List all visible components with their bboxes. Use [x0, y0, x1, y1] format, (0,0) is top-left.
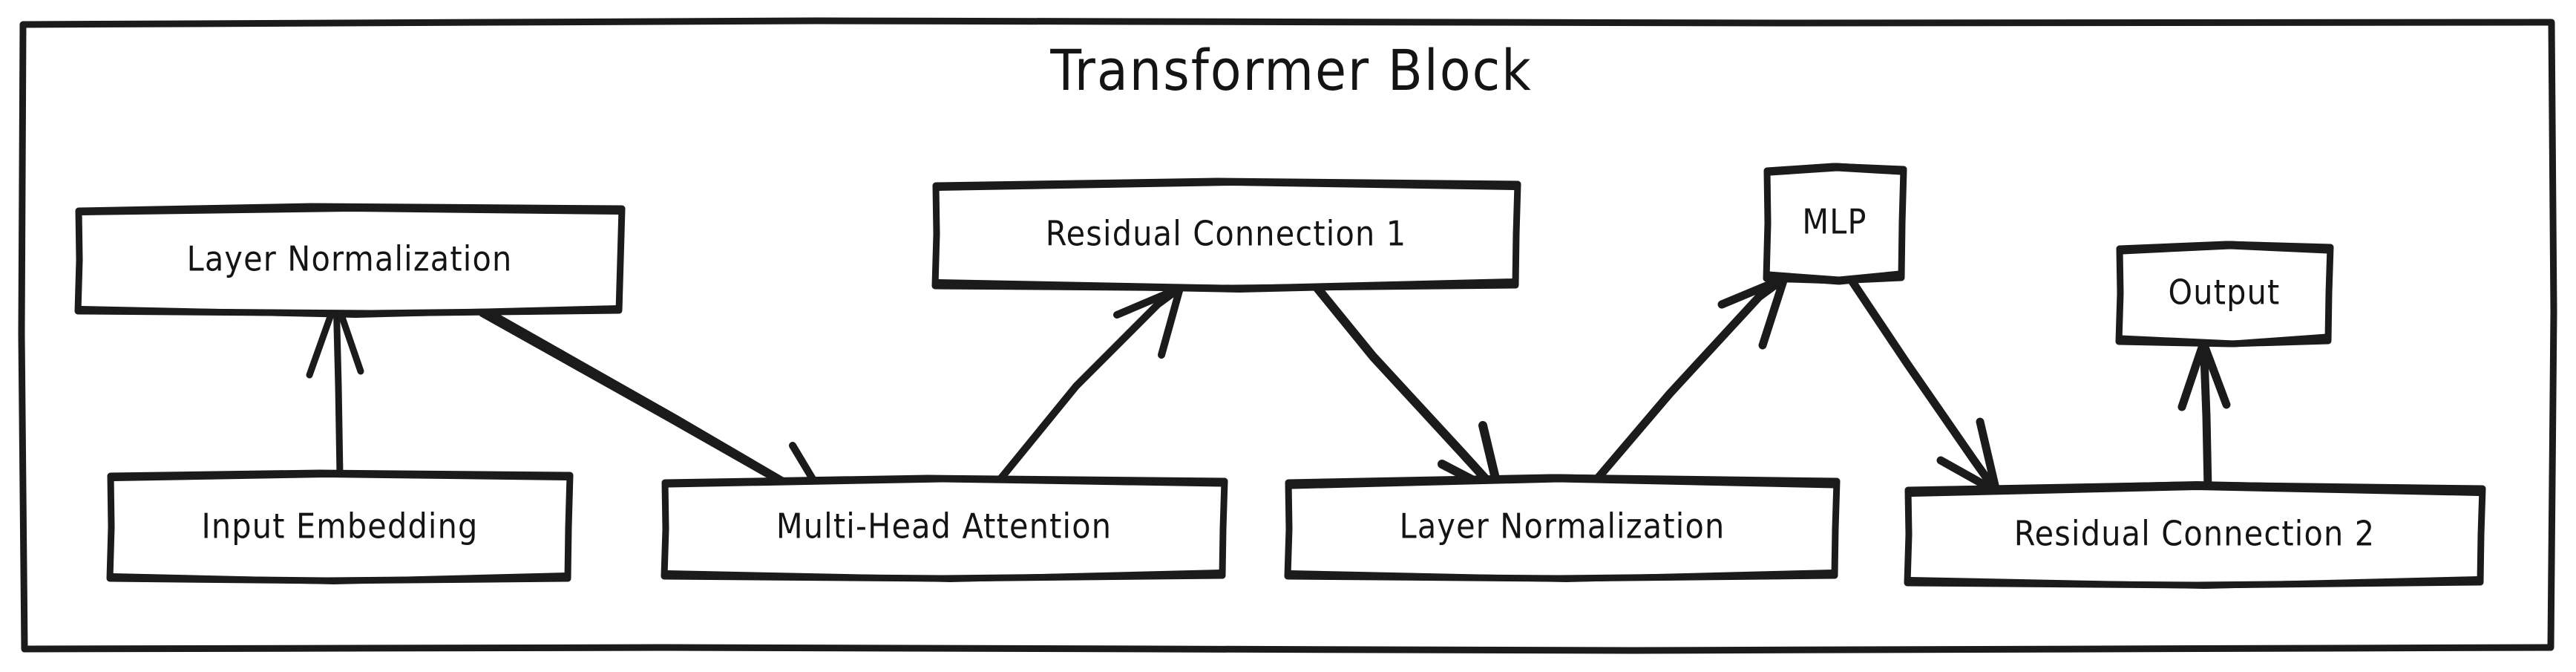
node-residual-connection-1[interactable]: Residual Connection 1: [931, 177, 1521, 293]
edge-mha-to-res1: [997, 284, 1184, 483]
diagram-frame: [18, 17, 2557, 654]
edge-input-to-ln1: [306, 296, 364, 479]
node-label-input-embedding: Input Embedding: [201, 506, 478, 547]
node-label-multi-head-attention: Multi-Head Attention: [776, 506, 1112, 547]
edge-ln2-to-mlp: [1593, 274, 1789, 483]
node-output[interactable]: Output: [2115, 241, 2334, 348]
node-multi-head-attention[interactable]: Multi-Head Attention: [661, 474, 1228, 582]
edge-res2-to-output: [2177, 339, 2231, 493]
node-mlp[interactable]: MLP: [1763, 163, 1907, 285]
node-label-mlp: MLP: [1802, 202, 1867, 242]
node-layer-norm-2[interactable]: Layer Normalization: [1284, 474, 1841, 582]
node-label-layer-norm-2: Layer Normalization: [1400, 506, 1725, 547]
node-label-residual-connection-1: Residual Connection 1: [1046, 214, 1407, 254]
node-input-embedding[interactable]: Input Embedding: [106, 469, 574, 584]
edge-res1-to-ln2: [1313, 284, 1504, 498]
node-label-layer-norm-1: Layer Normalization: [187, 239, 513, 279]
diagram-title: Transformer Block: [1049, 37, 1533, 103]
node-residual-connection-2[interactable]: Residual Connection 2: [1904, 481, 2486, 589]
edge-mlp-to-res2: [1846, 274, 2001, 496]
node-layer-norm-1[interactable]: Layer Normalization: [74, 203, 626, 318]
node-label-output: Output: [2169, 273, 2281, 313]
node-label-residual-connection-2: Residual Connection 2: [2014, 514, 2376, 554]
